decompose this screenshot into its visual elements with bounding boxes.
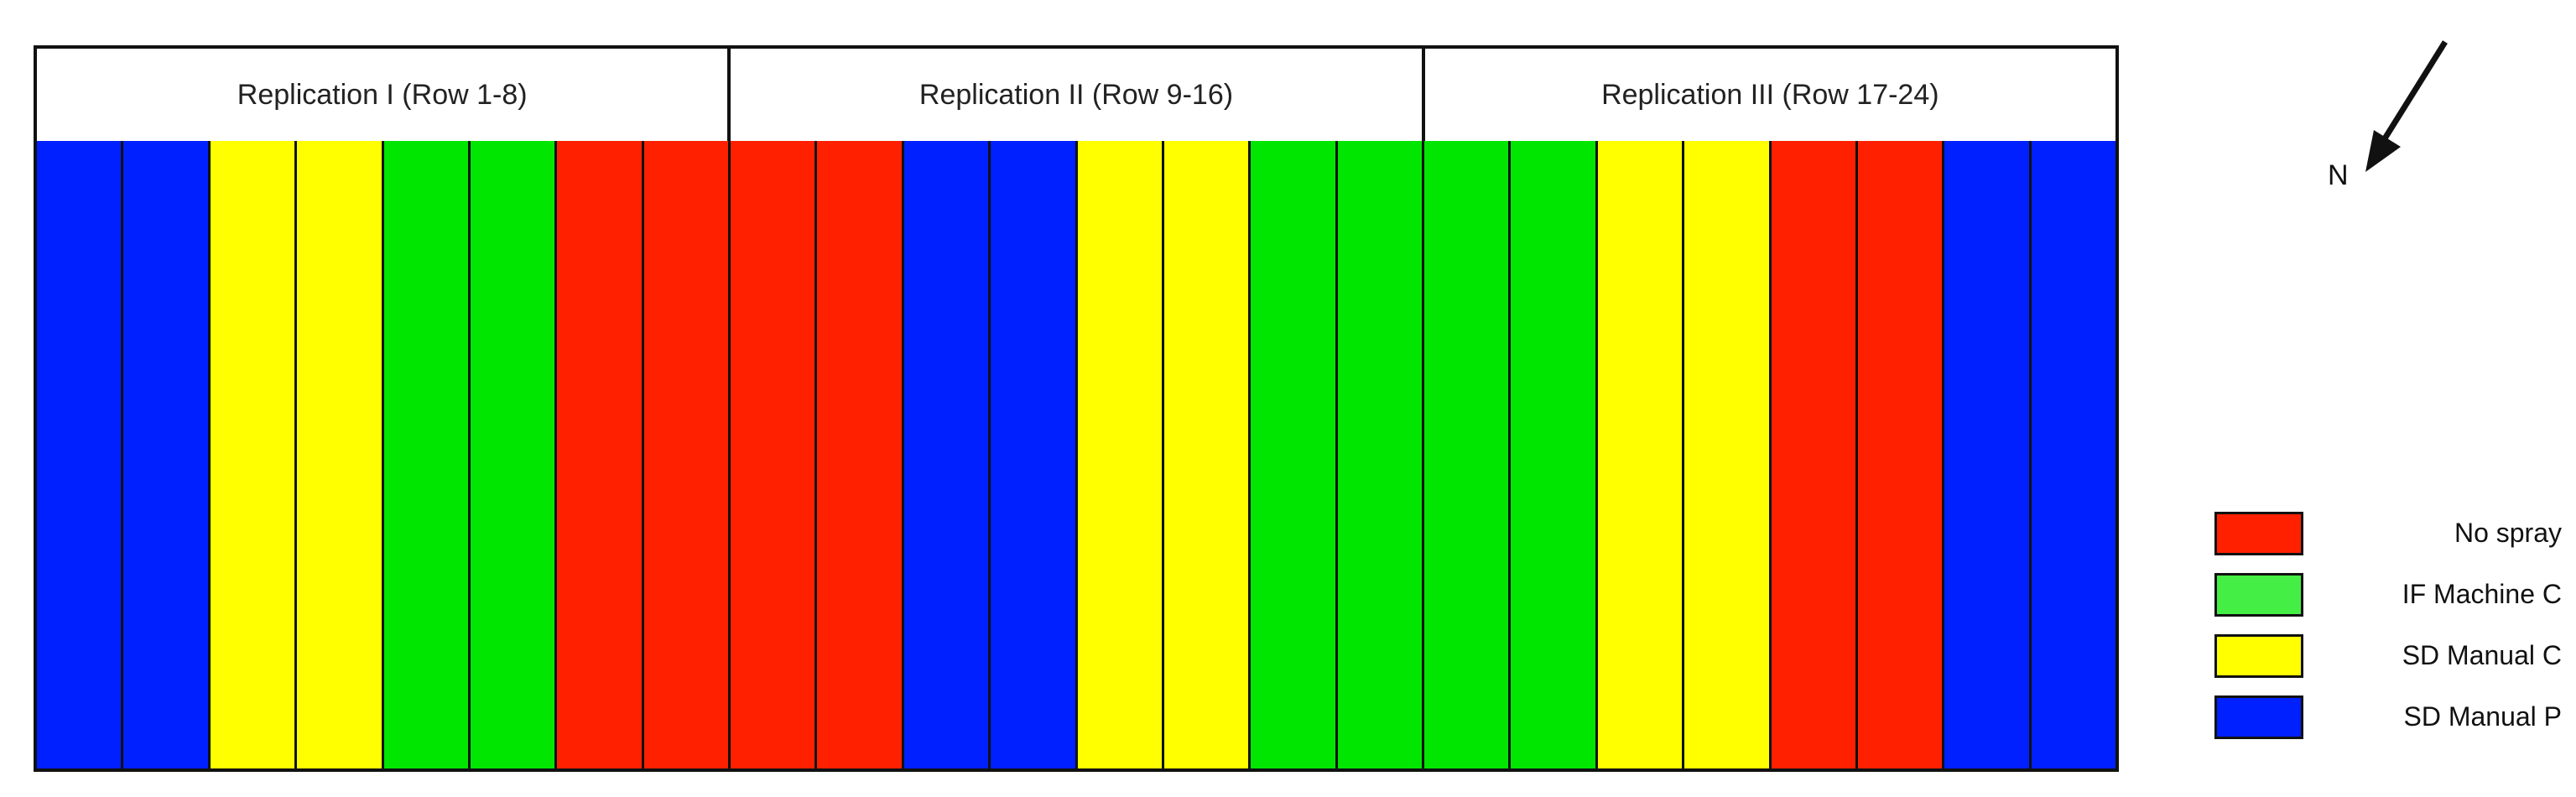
plot-row-15	[1251, 141, 1338, 768]
plot-row-3	[210, 141, 298, 768]
legend-label-sd-manual-c: SD Manual C	[2402, 640, 2562, 670]
plot-row-6	[470, 141, 558, 768]
legend-item-sd-manual-c: SD Manual C	[2214, 633, 2567, 679]
north-label: N	[2328, 159, 2349, 191]
plot-row-10	[817, 141, 904, 768]
legend-label-if-machine-c: IF Machine C	[2402, 579, 2562, 609]
legend-label-no-spray: No spray	[2454, 518, 2562, 548]
legend-item-sd-manual-p: SD Manual P	[2214, 694, 2567, 740]
plot-row-23	[1944, 141, 2032, 768]
legend-swatch-sd-manual-c	[2214, 633, 2303, 678]
plot-row-24	[2031, 141, 2115, 768]
plot-row-9	[731, 141, 818, 768]
plot-row-2	[123, 141, 211, 768]
plot-row-14	[1163, 141, 1252, 768]
plot-row-11	[903, 141, 991, 768]
legend-item-no-spray: No spray	[2214, 510, 2567, 556]
legend-label-sd-manual-p: SD Manual P	[2403, 701, 2562, 732]
plot-row-8	[643, 141, 731, 768]
replication-header-row: Replication I (Row 1-8) Replication II (…	[37, 49, 2115, 144]
north-arrow-icon	[2365, 40, 2448, 172]
plot-row-4	[297, 141, 384, 768]
legend: No spray IF Machine C SD Manual C SD Man…	[2214, 510, 2567, 755]
plot-row-18	[1511, 141, 1598, 768]
plot-row-17	[1424, 141, 1512, 768]
legend-swatch-if-machine-c	[2214, 572, 2303, 617]
plot-row-21	[1771, 141, 1858, 768]
plot-rows	[37, 141, 2115, 768]
plot-row-22	[1857, 141, 1945, 768]
plot-row-13	[1077, 141, 1164, 768]
plot-row-5	[383, 141, 471, 768]
plot-row-7	[557, 141, 644, 768]
field-layout-diagram: Replication I (Row 1-8) Replication II (…	[34, 45, 2119, 772]
replication-3-header: Replication III (Row 17-24)	[1601, 78, 1939, 111]
legend-swatch-sd-manual-p	[2214, 695, 2303, 739]
plot-row-19	[1597, 141, 1685, 768]
plot-row-12	[991, 141, 1078, 768]
plot-row-1	[37, 141, 124, 768]
plot-row-20	[1684, 141, 1772, 768]
legend-item-if-machine-c: IF Machine C	[2214, 571, 2567, 617]
replication-1-header: Replication I (Row 1-8)	[37, 49, 731, 141]
plot-row-16	[1337, 141, 1424, 768]
replication-2-header: Replication II (Row 9-16)	[731, 49, 1425, 141]
legend-swatch-no-spray	[2214, 511, 2303, 555]
